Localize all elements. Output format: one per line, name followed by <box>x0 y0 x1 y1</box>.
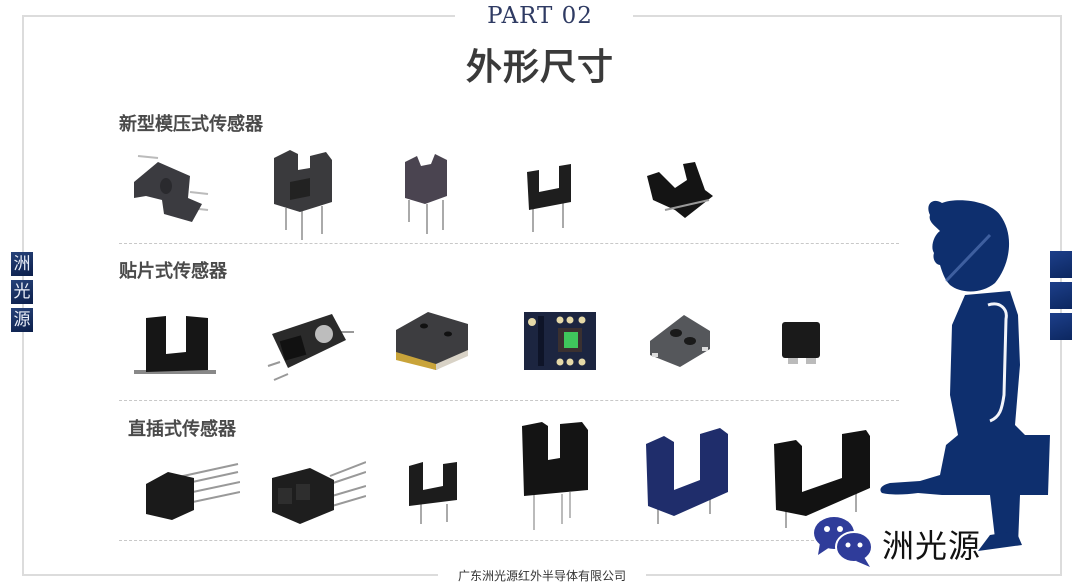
dip-sensor-2-image <box>272 461 366 524</box>
part-label: PART 02 <box>487 3 593 29</box>
frame-gap-top <box>455 10 633 22</box>
brand-name: 洲光源 <box>882 527 982 565</box>
section-title-smd: 贴片式传感器 <box>119 261 227 282</box>
dip-sensor-3-image <box>409 462 457 524</box>
molded-sensor-4-image <box>527 164 571 232</box>
side-brand-char: 源 <box>11 308 33 332</box>
section-title-molded: 新型模压式传感器 <box>119 114 263 135</box>
smd-sensor-6-image <box>782 322 820 364</box>
section-title-dip: 直插式传感器 <box>128 419 236 440</box>
molded-sensor-5-image <box>647 162 713 218</box>
dip-sensor-4-image <box>522 422 588 530</box>
smd-sensor-1-image <box>134 316 216 374</box>
smd-sensor-4-image <box>524 312 596 370</box>
businessman-figure-illustration <box>880 200 1050 551</box>
dip-sensor-5-image <box>646 428 728 524</box>
side-brand-char: 光 <box>11 280 33 304</box>
frame-gap-bottom <box>438 568 646 582</box>
molded-sensor-3-image <box>405 154 447 234</box>
smd-sensor-3-image <box>396 312 468 370</box>
section-separator <box>119 540 819 541</box>
footer-company-name: 广东洲光源红外半导体有限公司 <box>457 569 626 583</box>
page-title: 外形尺寸 <box>465 47 614 88</box>
decor-square <box>1050 251 1072 278</box>
smd-sensor-2-image <box>267 314 354 381</box>
side-brand-vertical: 洲 光 源 <box>11 252 33 336</box>
molded-sensor-1-image <box>134 155 209 222</box>
wechat-icon <box>814 517 873 567</box>
molded-sensor-2-image <box>274 150 332 240</box>
dip-sensor-1-image <box>146 463 240 520</box>
section-separator <box>119 243 899 244</box>
smd-sensor-5-image <box>650 315 710 367</box>
decor-square <box>1050 313 1072 340</box>
right-decor-squares <box>1050 251 1072 344</box>
section-separator <box>119 400 899 401</box>
side-brand-char: 洲 <box>11 252 33 276</box>
dip-sensor-6-image <box>774 430 870 528</box>
decor-square <box>1050 282 1072 309</box>
